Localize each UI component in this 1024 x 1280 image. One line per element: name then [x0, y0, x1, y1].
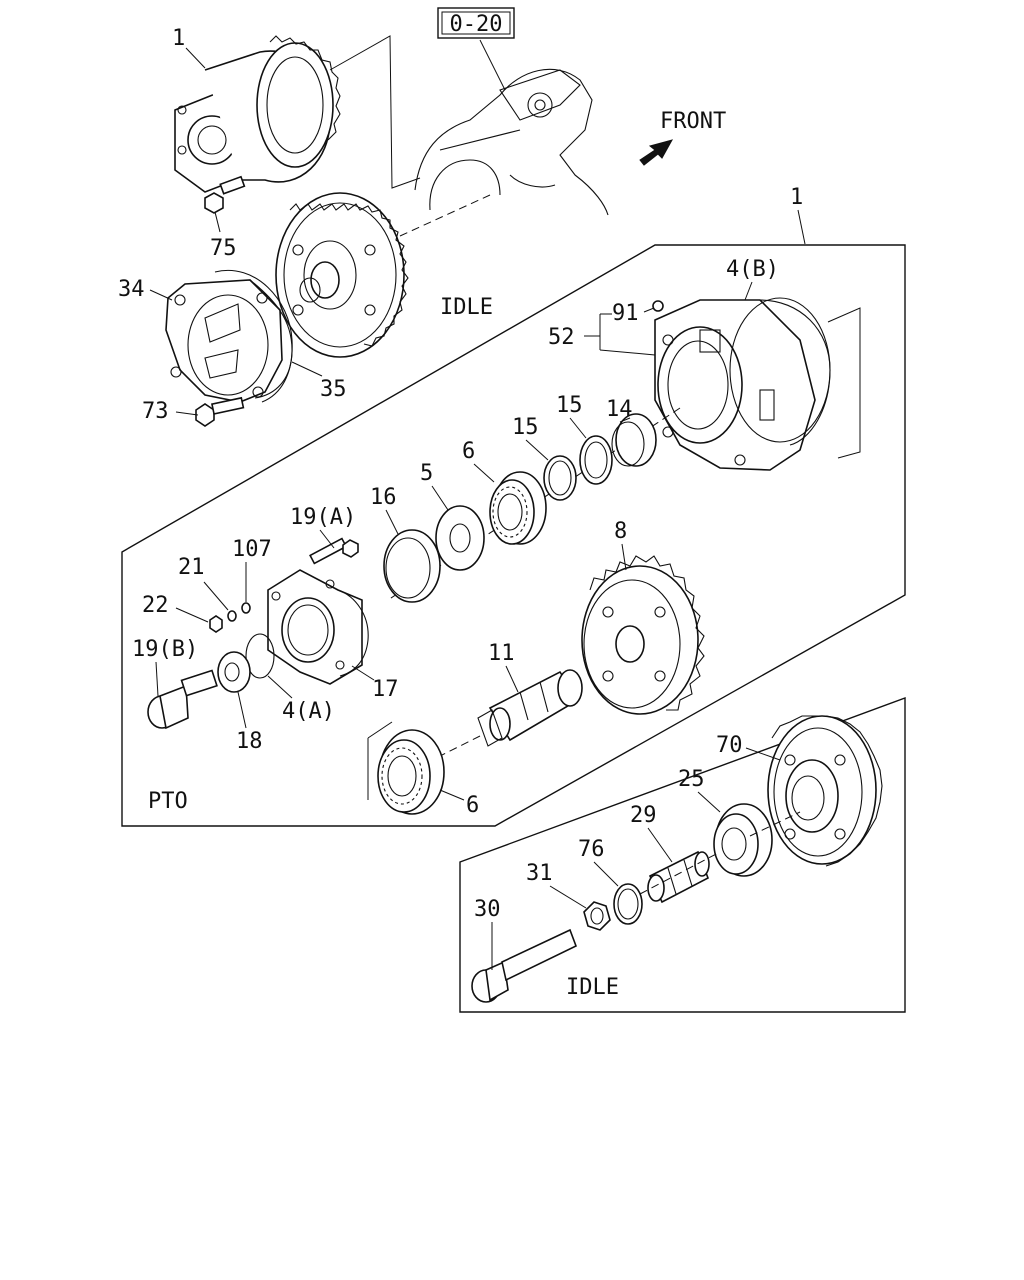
shaft-11[interactable]	[477, 669, 583, 747]
cover-34[interactable]	[165, 279, 293, 403]
callout-19b: 19(B)	[132, 637, 198, 662]
label-idle-bottom: IDLE	[566, 975, 619, 1000]
snap-ring-15b[interactable]	[543, 455, 577, 501]
nut-22[interactable]	[209, 615, 223, 633]
nut-31[interactable]	[583, 901, 611, 931]
callout-17: 17	[372, 677, 399, 702]
callout-6a: 6	[462, 439, 475, 464]
seal-16[interactable]	[383, 529, 441, 603]
callout-52-leader	[584, 313, 656, 356]
front-label: FRONT	[660, 109, 726, 134]
callout-1-top: 1	[172, 26, 185, 51]
washer-21[interactable]	[227, 610, 237, 622]
idle-gear-70[interactable]	[767, 715, 883, 867]
callout-70: 70	[716, 733, 743, 758]
flange-17[interactable]	[267, 569, 369, 685]
axis-line-shaft	[439, 735, 481, 757]
bearing-25[interactable]	[713, 803, 773, 877]
reference-box-label: 0-20	[450, 12, 503, 37]
callout-31: 31	[526, 861, 553, 886]
bolt-73[interactable]	[195, 396, 245, 427]
callout-21: 21	[178, 555, 205, 580]
callout-15b: 15	[512, 415, 539, 440]
callout-14: 14	[606, 397, 633, 422]
gasket-35[interactable]	[214, 269, 293, 403]
callout-29: 29	[630, 803, 657, 828]
o-ring-4a[interactable]	[245, 633, 275, 679]
callout-16: 16	[370, 485, 397, 510]
axis-line-idle	[639, 851, 721, 895]
callout-75: 75	[210, 236, 237, 261]
pin-29[interactable]	[647, 850, 710, 904]
callout-76: 76	[578, 837, 605, 862]
collar-18[interactable]	[217, 651, 251, 693]
reference-box[interactable]: 0-20	[437, 7, 515, 39]
assembly-bracket	[329, 35, 421, 189]
callout-1-pto: 1	[790, 185, 803, 210]
housing-4b[interactable]	[654, 297, 831, 471]
pto-assembly-top[interactable]	[174, 35, 341, 193]
callout-6b: 6	[466, 793, 479, 818]
reference-leader	[479, 39, 506, 91]
bolt-19a[interactable]	[309, 537, 359, 565]
callout-73: 73	[142, 399, 169, 424]
callout-19a: 19(A)	[290, 505, 356, 530]
callout-25: 25	[678, 767, 705, 792]
label-idle-top: IDLE	[440, 295, 493, 320]
front-arrow-icon	[639, 139, 674, 166]
callout-8: 8	[614, 519, 627, 544]
callout-34: 34	[118, 277, 145, 302]
callout-30: 30	[474, 897, 501, 922]
callout-5: 5	[420, 461, 433, 486]
callout-91: 91	[612, 301, 639, 326]
idle-frame	[459, 696, 906, 1013]
washer-5[interactable]	[435, 505, 485, 571]
engine-housing	[414, 68, 609, 216]
bearing-6b[interactable]	[377, 729, 445, 815]
bolt-75[interactable]	[204, 175, 246, 214]
ring-14[interactable]	[611, 413, 657, 467]
axis-line-idle-gear	[749, 811, 801, 837]
housing-bracket	[827, 307, 861, 459]
axis-line-top	[399, 194, 491, 237]
bearing-6a[interactable]	[489, 471, 547, 545]
callout-4a: 4(A)	[282, 699, 335, 724]
snap-ring-76[interactable]	[613, 883, 643, 925]
callout-11: 11	[488, 641, 515, 666]
washer-107[interactable]	[241, 602, 251, 614]
callout-52: 52	[548, 325, 575, 350]
label-pto: PTO	[148, 789, 188, 814]
pto-frame	[121, 244, 906, 827]
callout-4b: 4(B)	[726, 257, 779, 282]
callout-15a: 15	[556, 393, 583, 418]
idle-gear-top[interactable]	[275, 192, 409, 358]
callout-22: 22	[142, 593, 169, 618]
plug-91[interactable]	[652, 300, 664, 312]
bearing-6b-bracket	[367, 721, 393, 800]
callout-35: 35	[320, 377, 347, 402]
gear-8[interactable]	[581, 555, 705, 715]
snap-ring-15a[interactable]	[579, 435, 613, 485]
callout-107: 107	[232, 537, 272, 562]
bolt-30[interactable]	[471, 928, 578, 1003]
bolt-19b[interactable]	[147, 669, 218, 730]
callout-18: 18	[236, 729, 263, 754]
